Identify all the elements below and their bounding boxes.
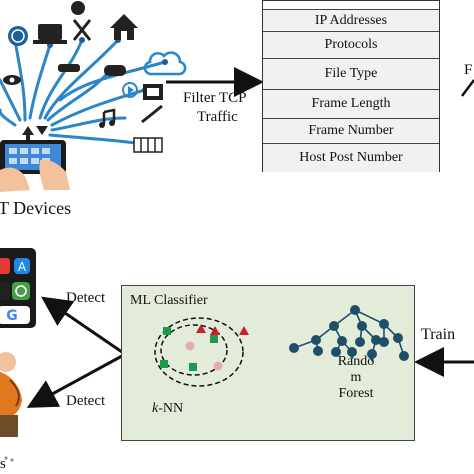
tree-node — [311, 335, 321, 345]
knn-plot — [154, 317, 249, 387]
feature-row: File Type — [263, 58, 439, 89]
knn-label: k-NN — [152, 400, 183, 417]
tree-node — [350, 305, 360, 315]
tree-node — [337, 336, 347, 346]
cartoon-user-icon — [0, 352, 22, 437]
tree-node — [289, 343, 299, 353]
smartphone-icon: A G — [0, 248, 36, 328]
film-icon — [143, 84, 163, 100]
knn-k: k — [152, 401, 159, 416]
detect-top-arrow — [41, 296, 123, 354]
classifier-graphics — [154, 305, 409, 387]
classifier-title: ML Classifier — [130, 293, 208, 308]
filter-label-line1: Filter TCP — [183, 90, 247, 106]
tree-node — [357, 321, 367, 331]
feature-row: IP Addresses — [263, 9, 439, 31]
glasses-icon — [58, 64, 80, 72]
iot-devices-caption: T Devices — [0, 198, 72, 218]
knn-red-point — [210, 326, 220, 335]
feature-row: Protocols — [263, 31, 439, 58]
knn-green-point — [163, 327, 171, 335]
feature-row: Host Post Number — [263, 143, 439, 172]
globe-icon — [8, 26, 28, 46]
piano-icon — [133, 137, 163, 153]
cloud-icon — [143, 51, 187, 76]
gamepad-icon — [104, 65, 126, 76]
tree-node — [379, 337, 389, 347]
eye-icon — [3, 75, 21, 85]
cutlery-icon — [72, 19, 92, 41]
whatsapp-icon — [12, 282, 30, 300]
tree-node — [379, 319, 389, 329]
bottom-partial-label: s — [0, 456, 6, 472]
feature-table: IP Addresses Protocols File Type Frame L… — [262, 0, 440, 172]
feature-out-arrow — [461, 79, 474, 97]
pen-icon — [141, 104, 163, 124]
random-forest-label: Rando m Forest — [328, 354, 384, 402]
knn-red-point — [239, 326, 249, 335]
feature-row: Frame Length — [263, 89, 439, 118]
tree-arrowheads — [349, 354, 375, 362]
ml-classifier-panel: ML Classifier — [121, 285, 415, 441]
detect-bottom-label: Detect — [66, 393, 106, 409]
knn-green-point — [210, 335, 218, 343]
detect-bottom-arrow — [26, 354, 123, 408]
tree-node — [331, 347, 341, 357]
knn-pink-point — [213, 361, 223, 371]
app-store-icon — [14, 258, 30, 274]
detect-top-label: Detect — [66, 290, 106, 306]
tree-node — [371, 335, 381, 345]
tree-node — [393, 333, 403, 343]
upload-arrows-icon — [22, 126, 48, 140]
svg-text:G: G — [6, 308, 18, 324]
hands-icon — [0, 159, 70, 192]
google-icon — [0, 306, 30, 324]
knn-pink-point — [185, 341, 195, 351]
decor-dots — [4, 456, 14, 462]
knn-red-point — [196, 324, 206, 333]
tree-node — [355, 337, 365, 347]
forest-line3: Forest — [338, 386, 374, 401]
feature-row: Frame Number — [263, 118, 439, 143]
tree-node — [329, 321, 339, 331]
tree-node — [313, 346, 323, 356]
play-icon — [122, 82, 138, 98]
train-label: Train — [421, 326, 456, 343]
house-icon — [110, 14, 138, 40]
cupcake-icon — [71, 1, 85, 15]
knn-suffix: -NN — [158, 401, 184, 416]
knn-green-point — [160, 360, 168, 368]
forest-line1: Rando — [337, 354, 375, 369]
filter-label-line2: Traffic — [197, 109, 238, 125]
svg-text:A: A — [18, 260, 27, 274]
app-icon-red — [0, 258, 10, 274]
music-note-icon — [99, 108, 116, 128]
laptop-icon — [33, 24, 67, 44]
right-partial-label: F — [464, 62, 473, 78]
iot-device-network — [0, 38, 167, 147]
knn-green-point — [189, 363, 197, 371]
random-forest-nodes — [289, 305, 409, 361]
tree-node — [399, 351, 409, 361]
forest-line2: m — [350, 370, 362, 385]
